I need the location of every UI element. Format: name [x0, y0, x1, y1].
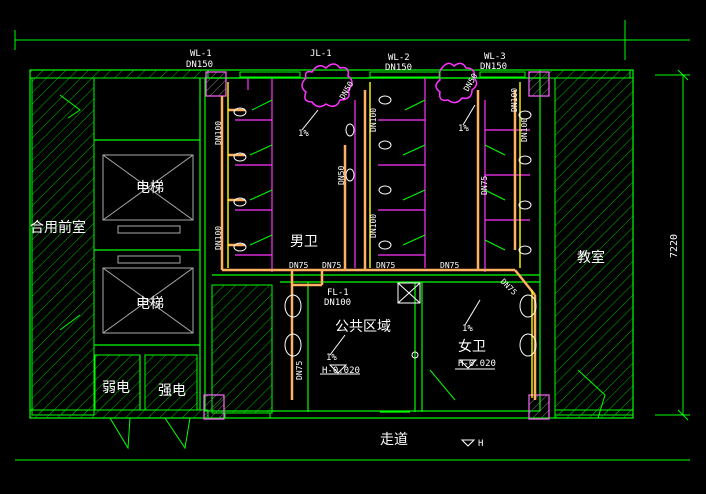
room-corridor: 走道 — [380, 432, 408, 448]
slope-3: 1% — [326, 353, 337, 363]
stall-partitions — [235, 78, 530, 272]
room-womens: 女卫 — [458, 338, 486, 355]
label-wl2-size: DN150 — [385, 63, 412, 73]
label-dn100-c: DN100 — [369, 108, 378, 132]
label-fl1-size: DN100 — [324, 298, 351, 308]
label-dn100-a: DN100 — [214, 121, 223, 145]
elevation-markers — [320, 359, 495, 447]
label-dn75-c: DN75 — [322, 261, 341, 270]
elevation-public: H-0.020 — [322, 366, 360, 376]
drain-pipes — [220, 90, 537, 400]
label-dn100-f: DN100 — [520, 118, 529, 142]
label-dn100-d: DN100 — [369, 214, 378, 238]
pipe-shafts — [203, 71, 550, 420]
elevator-shaft-1 — [102, 154, 194, 234]
slope-4: 1% — [462, 324, 473, 334]
slope-2: 1% — [458, 124, 469, 134]
dimension-height: 7220 — [669, 234, 680, 258]
label-dn75-g: DN75 — [295, 361, 304, 380]
revision-clouds — [301, 62, 478, 108]
label-dn75-f: DN75 — [499, 277, 519, 297]
label-wl3-size: DN150 — [480, 62, 507, 72]
label-dn75-e: DN75 — [440, 261, 459, 270]
room-public-area: 公共区域 — [335, 319, 391, 335]
label-dn75-a: DN75 — [480, 176, 489, 195]
label-wl1-size: DN150 — [186, 60, 213, 70]
room-elevator-2: 电梯 — [136, 296, 164, 312]
slope-arrows — [301, 104, 481, 356]
label-wl1: WL-1 — [190, 49, 212, 59]
label-dn100-e: DN100 — [510, 88, 519, 112]
label-jl1: JL-1 — [310, 49, 332, 59]
room-weak-power: 弱电 — [102, 380, 130, 396]
walls-hatched — [29, 69, 634, 419]
room-mens: 男卫 — [290, 234, 318, 250]
elevator-shaft-2 — [102, 255, 194, 334]
dimension-lines — [14, 20, 690, 461]
room-strong-power: 强电 — [158, 383, 186, 399]
top-glass-wall — [224, 71, 526, 419]
door-swings — [59, 94, 606, 450]
wall-lines — [29, 69, 634, 419]
label-wl2: WL-2 — [388, 53, 410, 63]
room-elevator-1: 电梯 — [136, 180, 164, 196]
label-dn100-b: DN100 — [214, 226, 223, 250]
label-dn75-d: DN75 — [376, 261, 395, 270]
label-dn50-a: DN50 — [338, 80, 356, 101]
label-dn75-b: DN75 — [289, 261, 308, 270]
fixtures — [233, 95, 537, 359]
room-shared-lobby: 合用前室 — [30, 219, 86, 236]
elevation-corridor: H — [478, 439, 483, 449]
label-wl3: WL-3 — [484, 52, 506, 62]
label-dn50-b: DN50 — [337, 166, 346, 185]
slope-1: 1% — [298, 129, 309, 139]
room-classroom: 教室 — [577, 249, 605, 266]
label-fl1: FL-1 — [327, 288, 349, 298]
stall-doors — [249, 99, 506, 251]
elevation-womens: H-0.020 — [458, 359, 496, 369]
